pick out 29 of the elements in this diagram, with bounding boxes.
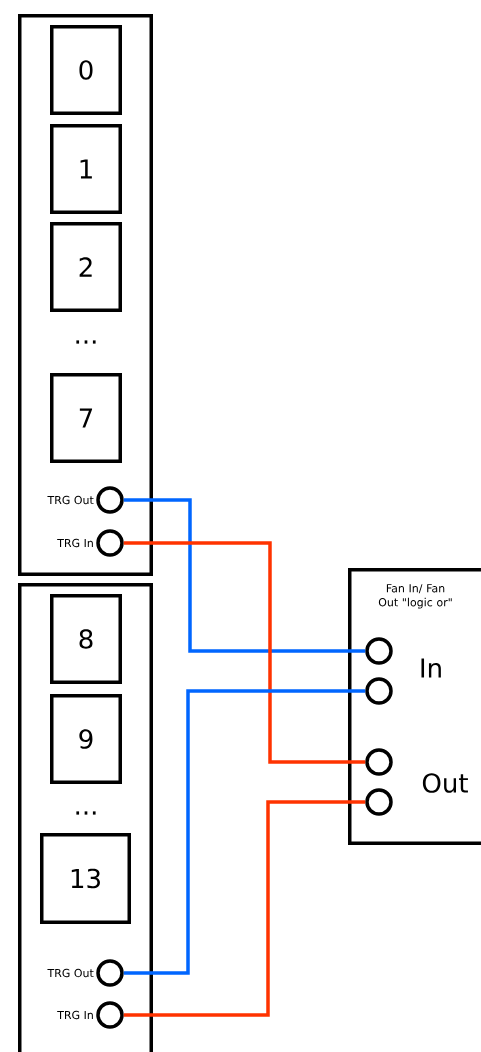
connector-socket	[47, 959, 124, 987]
text-label: ...	[76, 811, 96, 815]
connector-socket	[365, 748, 393, 776]
connector-socket	[57, 1001, 124, 1029]
connector-socket	[57, 529, 124, 557]
port-label: TRG Out	[47, 968, 94, 978]
connector-socket	[365, 788, 393, 816]
text-label: In	[421, 658, 441, 678]
crate-box	[18, 14, 153, 576]
port-label: TRG In	[57, 1010, 93, 1020]
cable	[123, 541, 366, 764]
cable	[123, 498, 366, 653]
module-box: 8	[50, 594, 122, 684]
crate-box	[18, 583, 153, 1052]
port-label: TRG In	[57, 538, 93, 548]
module-box: 2	[50, 222, 122, 312]
port-label: TRG Out	[47, 495, 94, 505]
connector-socket	[47, 486, 124, 514]
text-label: Out	[422, 773, 468, 793]
module-box: 1	[50, 124, 122, 214]
cable	[123, 689, 366, 975]
cable	[123, 800, 366, 1017]
module-box: 9	[50, 694, 122, 784]
connector-socket	[365, 677, 393, 705]
module-box: 13	[40, 833, 131, 924]
module-box: 7	[50, 373, 122, 463]
module-box: 0	[50, 25, 122, 115]
text-label: ...	[76, 340, 96, 344]
connector-socket	[365, 637, 393, 665]
